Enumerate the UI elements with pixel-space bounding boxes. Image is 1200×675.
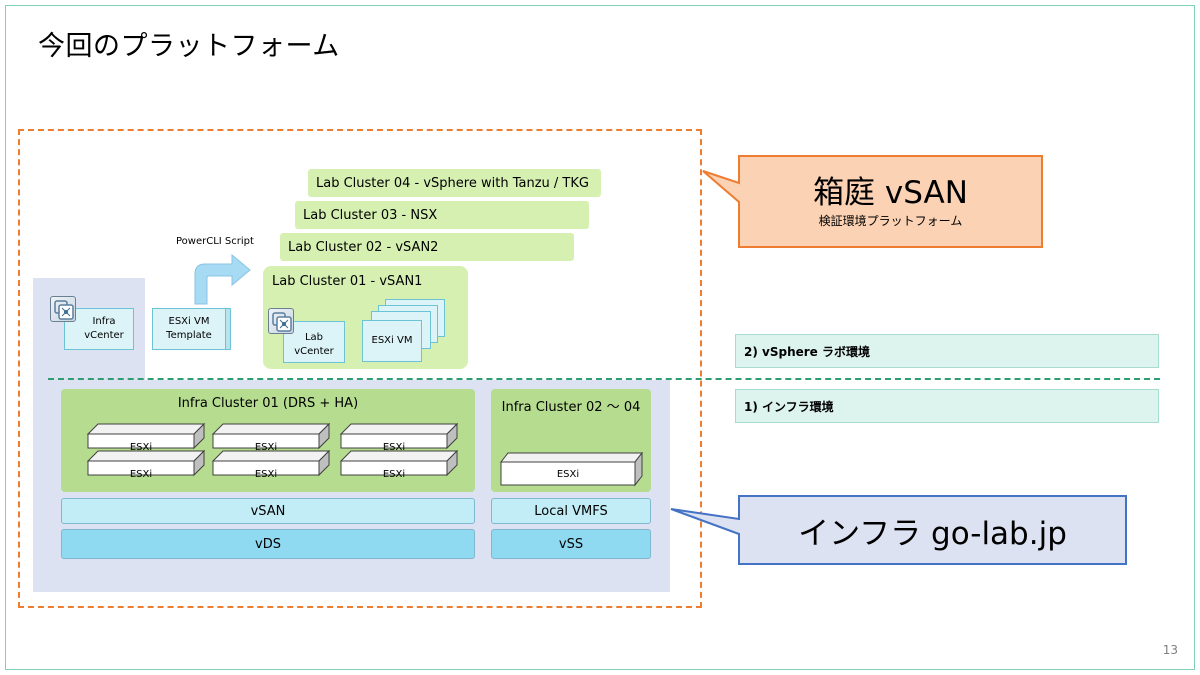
local-vmfs-datastore: Local VMFS [491,498,651,524]
esxi-host-front [87,460,195,476]
vsan-datastore: vSAN [61,498,475,524]
esxi-host-label: ESXi [382,469,406,480]
esxi-host-top [86,423,206,435]
esxi-host-label: ESXi [254,469,278,480]
vds-network: vDS [61,529,475,559]
esxi-host-label: ESXi [382,442,406,453]
infra-cluster-01-label: Infra Cluster 01 (DRS + HA) [177,396,359,411]
lab-vcenter-line1: Lab [304,332,324,343]
esxi-vm-template-box: ESXi VM Template [152,308,226,350]
esxi-host-front [340,433,448,449]
esxi-host-label: ESXi [254,442,278,453]
legend-infra-env: 1) インフラ環境 [735,389,1159,423]
infra-vcenter-line1: Infra [92,316,116,327]
esxi-host-front [87,433,195,449]
infra-cluster-02-label: Infra Cluster 02 ～ 04 [501,400,641,415]
esxi-host-top [211,423,331,435]
esxi-host-front [340,460,448,476]
lab-cluster-02-label: Lab Cluster 02 - vSAN2 [288,239,439,255]
hakoniwa-subtitle: 検証環境プラットフォーム [818,214,963,228]
hakoniwa-title: 箱庭 vSAN [813,175,968,211]
lab-vcenter-line2: vCenter [294,346,334,357]
vcenter-icon [50,296,76,322]
powercli-arrow-icon [194,253,251,305]
legend-infra-env-label: 1) インフラ環境 [744,399,834,414]
esxi-host-label: ESXi [556,469,580,480]
esxi-host-front [212,433,320,449]
legend-lab-env: 2) vSphere ラボ環境 [735,334,1159,368]
lab-cluster-02: Lab Cluster 02 - vSAN2 [280,233,574,261]
legend-lab-env-label: 2) vSphere ラボ環境 [744,344,870,359]
esxi-host-label: ESXi [129,469,153,480]
lab-cluster-03: Lab Cluster 03 - NSX [295,201,589,229]
slide-frame [5,5,1195,670]
hakoniwa-callout-shape [702,155,1043,248]
esxi-vm-label: ESXi VM [371,335,413,346]
vsan-label: vSAN [250,503,286,519]
powercli-label: PowerCLI Script [176,236,254,247]
esxi-vm-box: ESXi VM [362,320,422,362]
esxi-host-label: ESXi [129,442,153,453]
local-vmfs-label: Local VMFS [534,503,608,519]
vss-network: vSS [491,529,651,559]
infra-title: インフラ go-lab.jp [798,516,1067,552]
template-line2: Template [166,330,212,341]
template-box-side [226,308,231,350]
lab-cluster-04-label: Lab Cluster 04 - vSphere with Tanzu / TK… [316,175,589,191]
template-line1: ESXi VM [168,316,210,327]
lab-cluster-01-label: Lab Cluster 01 - vSAN1 [272,274,423,289]
esxi-host-front [212,460,320,476]
page-number: 13 [1162,643,1178,657]
slide-title: 今回のプラットフォーム [38,31,340,62]
infra-callout-shape [670,495,1127,565]
lab-cluster-04: Lab Cluster 04 - vSphere with Tanzu / TK… [308,169,601,197]
vcenter-icon [268,308,294,334]
infra-cluster-01-hosts [86,422,459,477]
environment-divider [48,378,1160,380]
vss-label: vSS [558,536,584,552]
platform-boundary [18,129,702,608]
infra-vcenter-line2: vCenter [84,330,124,341]
vds-label: vDS [255,536,281,552]
lab-cluster-03-label: Lab Cluster 03 - NSX [303,207,438,223]
esxi-host-top [339,423,459,435]
infra-cluster-02-host [500,452,644,487]
